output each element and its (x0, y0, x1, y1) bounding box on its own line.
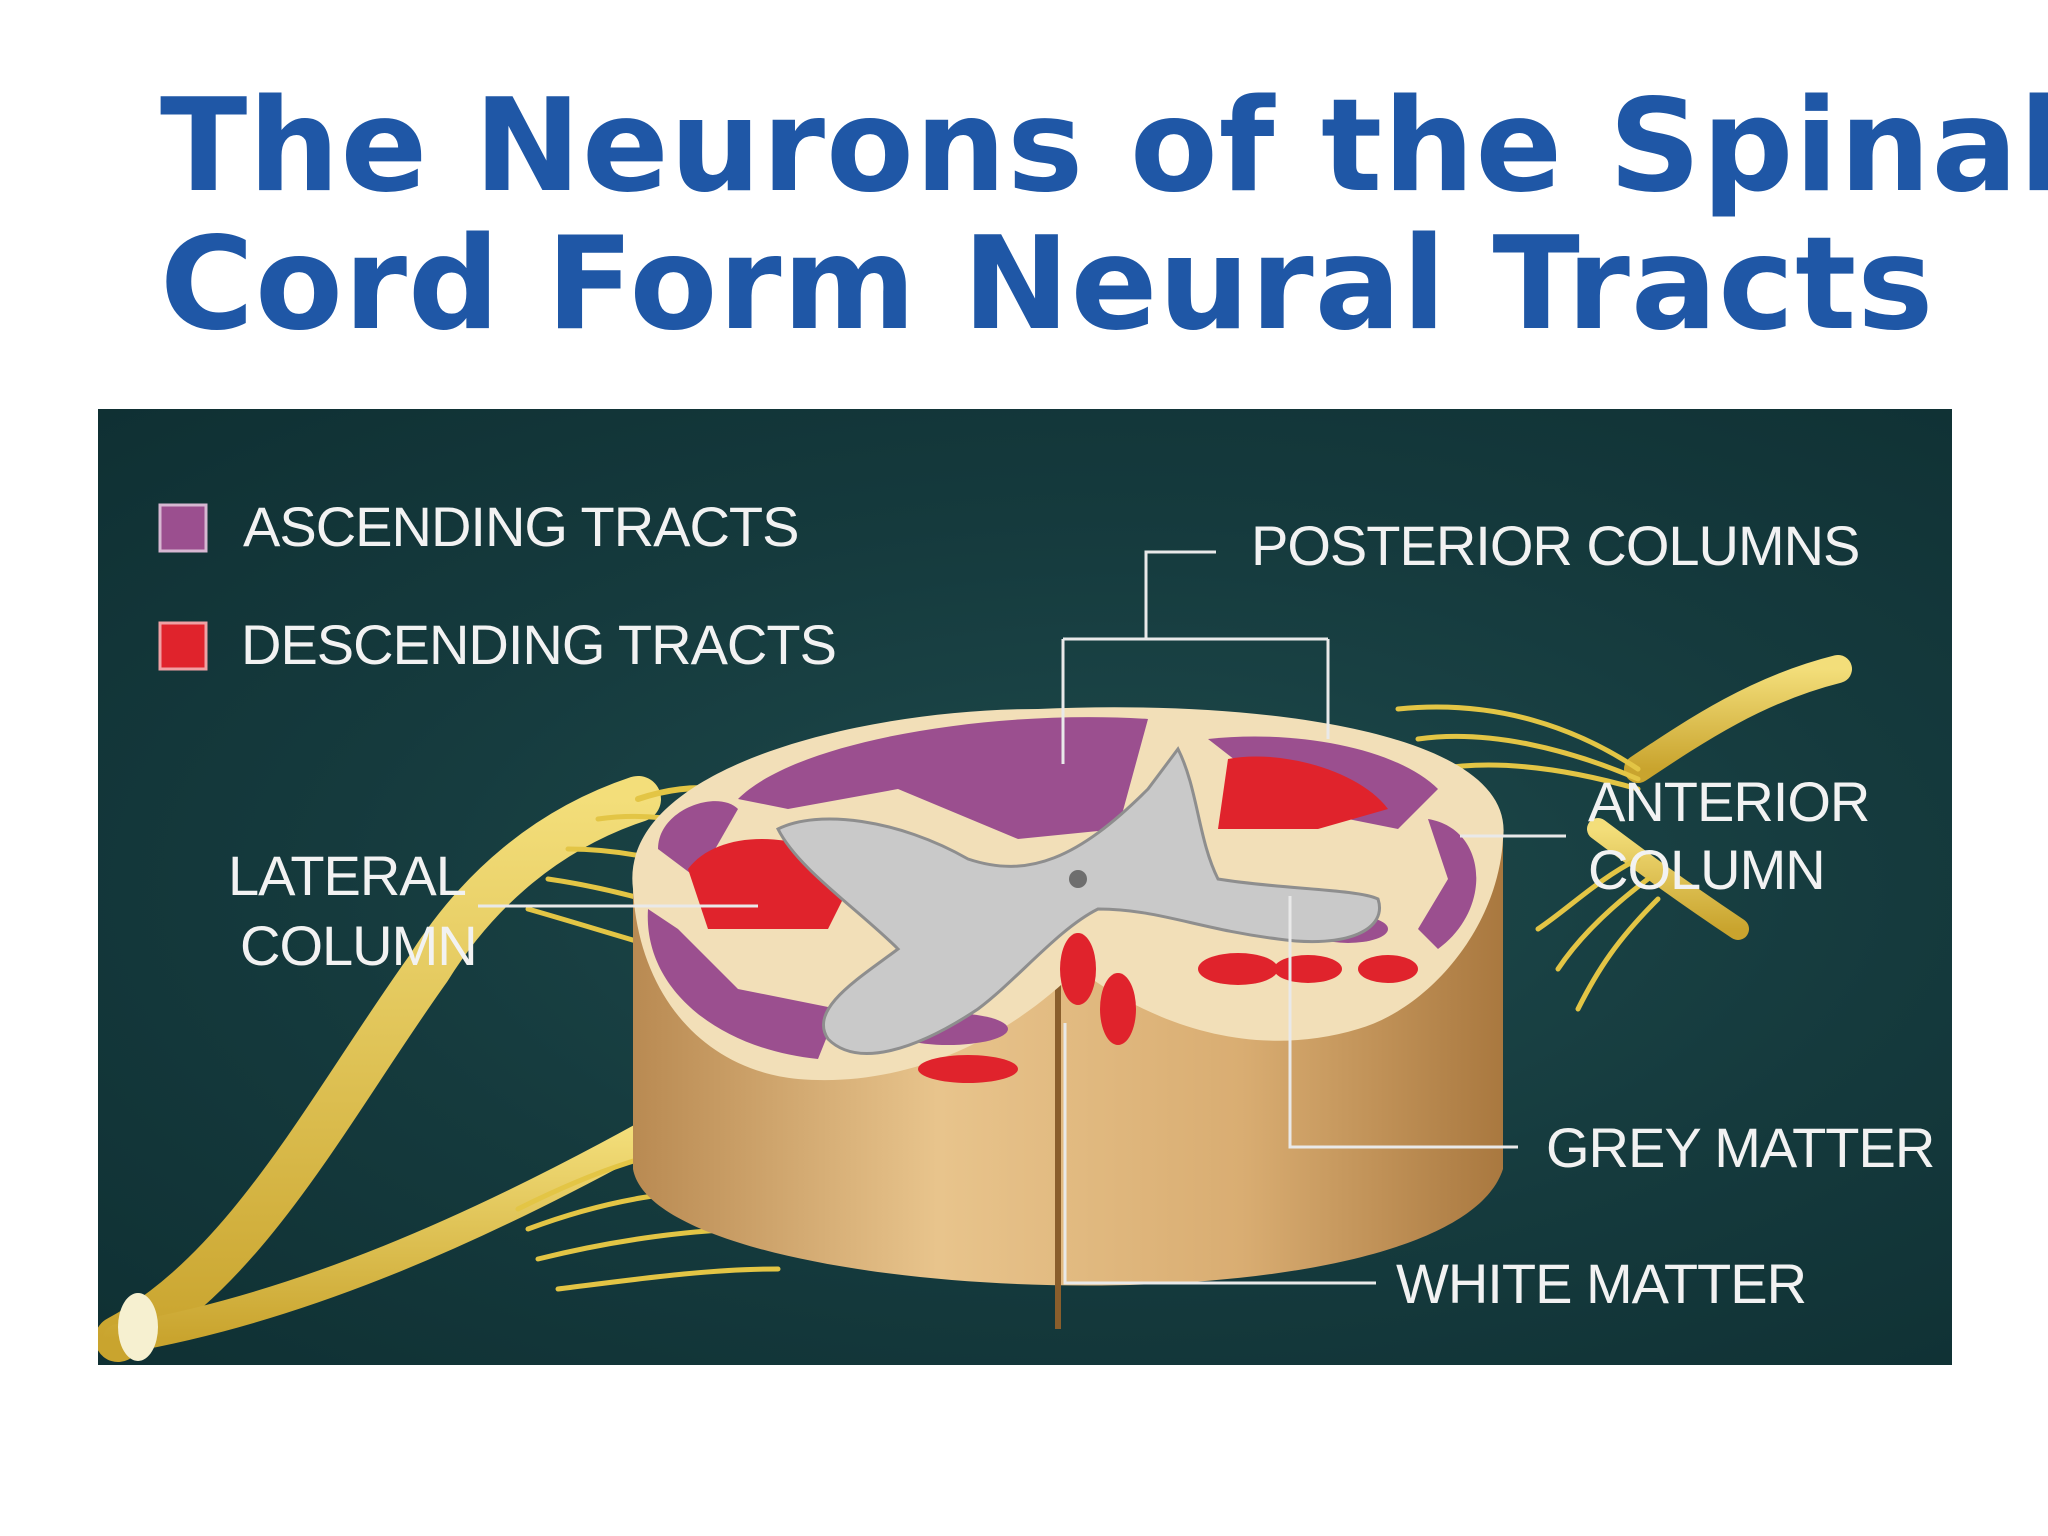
descending-tracts-swatch (158, 621, 208, 671)
anterior-column-label-line2: COLUMN (1588, 838, 1825, 901)
ascending-tracts-swatch (158, 503, 208, 553)
title-line-1: The Neurons of the Spinal (160, 72, 2048, 221)
slide-title: The Neurons of the Spinal Cord Form Neur… (160, 72, 2048, 359)
central-canal (1069, 870, 1087, 888)
left-nerve-roots (98, 776, 801, 1362)
ascending-tracts-label: ASCENDING TRACTS (243, 495, 798, 558)
spinal-cord-illustration: ASCENDING TRACTS DESCENDING TRACTS POSTE… (98, 495, 1935, 1362)
lateral-column-label-line2: COLUMN (240, 914, 477, 977)
right-nerve-roots (1395, 655, 1852, 1012)
white-matter-label: WHITE MATTER (1396, 1252, 1806, 1315)
spinal-cord-diagram: ASCENDING TRACTS DESCENDING TRACTS POSTE… (98, 409, 1952, 1365)
descending-tracts-label: DESCENDING TRACTS (241, 613, 836, 676)
posterior-columns-leader (1061, 550, 1330, 764)
grey-matter (775, 746, 1381, 1055)
anterior-column-label-line1: ANTERIOR (1588, 770, 1869, 833)
grey-matter-label: GREY MATTER (1546, 1116, 1934, 1179)
white-matter-leader (1063, 1023, 1376, 1285)
posterior-columns-label: POSTERIOR COLUMNS (1251, 514, 1859, 577)
title-line-2: Cord Form Neural Tracts (160, 210, 1935, 359)
lateral-column-label-line1: LATERAL (228, 844, 466, 907)
nerve-end (118, 1293, 158, 1361)
grey-matter-leader (1288, 896, 1518, 1149)
